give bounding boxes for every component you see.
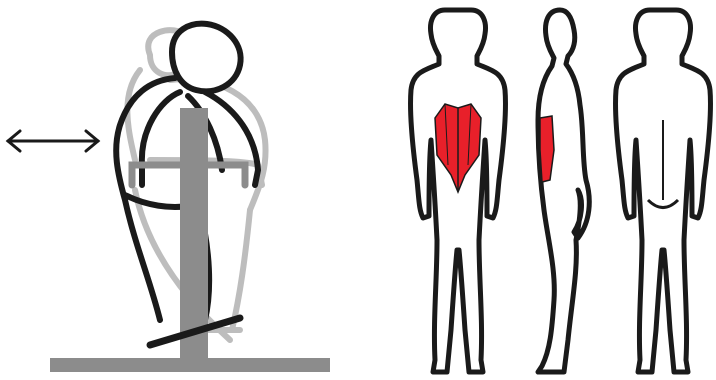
twist-machine-drawing	[0, 0, 340, 380]
exercise-illustration	[0, 0, 340, 380]
left-right-motion-arrow-icon	[8, 131, 98, 151]
anatomy-figures	[395, 0, 716, 380]
muscle-map	[395, 0, 716, 380]
side-view-figure-icon	[538, 10, 589, 372]
front-view-figure-icon	[410, 10, 505, 372]
back-view-figure-icon	[615, 10, 710, 372]
